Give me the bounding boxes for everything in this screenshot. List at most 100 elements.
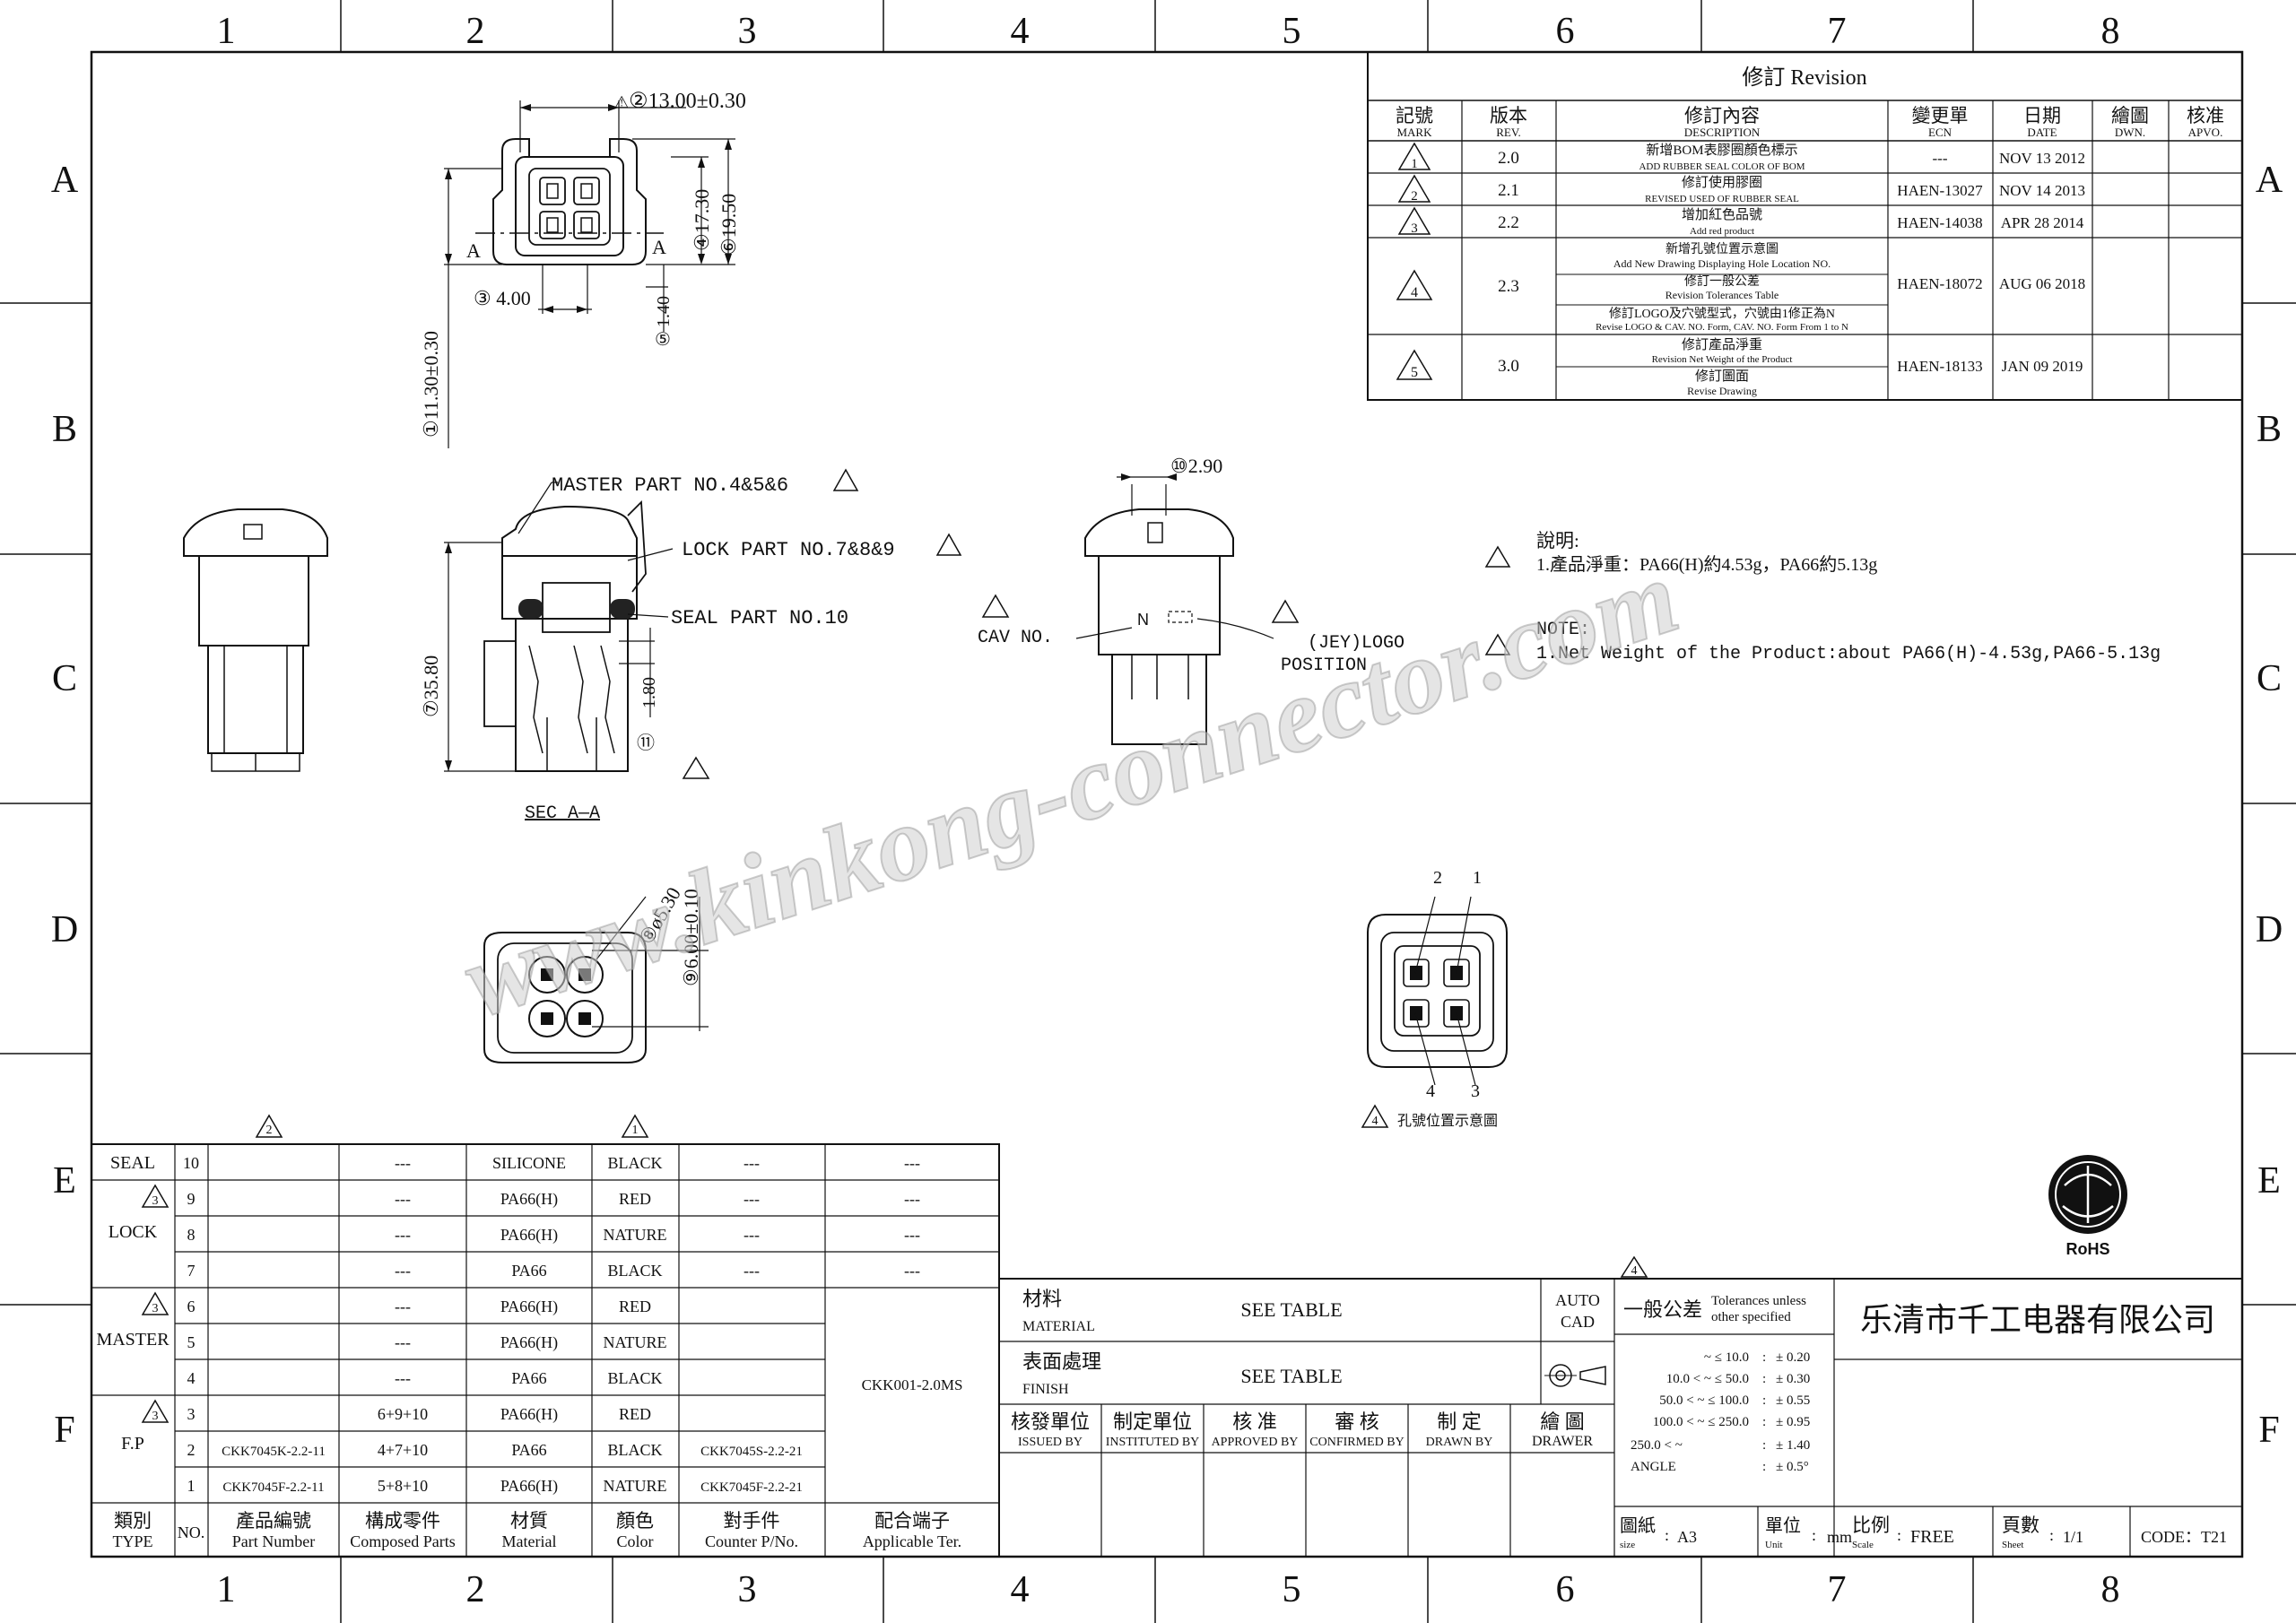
- rev-triangle-3-lock-type: [141, 1184, 170, 1208]
- bom-row-ter: ---: [904, 1154, 920, 1172]
- bom-header-color-en: Color: [616, 1532, 653, 1550]
- rev-header-apvo: 核准: [2187, 105, 2224, 126]
- tb-material-value: SEE TABLE: [1240, 1298, 1342, 1321]
- bom-terminal: CKK001-2.0MS: [862, 1376, 963, 1393]
- sign-drawer-en: DRAWER: [1532, 1434, 1593, 1449]
- bom-row-counter: ---: [744, 1226, 760, 1244]
- rev-header-dwn: 繪圖: [2111, 105, 2149, 126]
- bom-type-lock: LOCK: [109, 1222, 158, 1242]
- rev-header-ecn-en: ECN: [1928, 126, 1952, 139]
- rev-desc-5a: 修訂產品淨重: [1682, 337, 1762, 352]
- rev-mark-triangle-5: [1396, 349, 1433, 380]
- rev-ecn-5: HAEN-18133: [1897, 358, 1982, 375]
- zone-row-e: E: [53, 1160, 76, 1202]
- sign-instituted: 制定單位: [1113, 1410, 1192, 1433]
- zone-col-1-bottom: 1: [217, 1569, 236, 1610]
- bom-row-no: 5: [187, 1333, 196, 1351]
- dim-height-1950: ⑥19.50: [718, 194, 740, 256]
- zone-row-d: D: [51, 909, 78, 950]
- zone-col-6-bottom: 6: [1556, 1569, 1575, 1610]
- dim-height-1730: ④17.30: [691, 189, 713, 251]
- sign-drawer: 繪 圖: [1540, 1410, 1585, 1433]
- tb-unit-colon: :: [1812, 1526, 1816, 1544]
- zone-col-1: 1: [217, 11, 236, 52]
- bom-row-material: SILICONE: [492, 1154, 566, 1172]
- rev-triangle-2-bom: [255, 1114, 283, 1138]
- bom-header-counter: 對手件: [724, 1510, 780, 1532]
- tol-colon: :: [1762, 1350, 1766, 1365]
- bom-header-ter: 配合端子: [874, 1510, 950, 1532]
- zone-col-4-bottom: 4: [1011, 1569, 1030, 1610]
- tb-unit-en: Unit: [1765, 1540, 1783, 1550]
- dim-height-180: 1.80: [639, 677, 659, 708]
- bom-header-color: 顏色: [616, 1510, 654, 1532]
- bom-row-part: CKK7045F-2.2-11: [222, 1480, 324, 1495]
- tb-scale-colon: :: [1897, 1526, 1901, 1544]
- rev-desc-3a: 增加紅色品號: [1682, 207, 1762, 222]
- hole-caption-mark: 4: [1372, 1115, 1378, 1128]
- tb-unit-value: mm: [1827, 1528, 1852, 1546]
- rev-header-dwn-en: DWN.: [2115, 126, 2145, 139]
- rev-desc-5b: Revision Net Weight of the Product: [1652, 354, 1793, 365]
- bom-row-color: BLACK: [607, 1441, 662, 1459]
- tb-scale-zh: 比例: [1852, 1515, 1890, 1536]
- rev-triangle-4-logo: [1271, 599, 1300, 623]
- bom-row-no: 9: [187, 1190, 196, 1208]
- rev-header-desc: 修訂內容: [1684, 105, 1760, 126]
- rev-header-mark-en: MARK: [1396, 126, 1432, 139]
- tb-tol-en2: other specified: [1711, 1310, 1791, 1324]
- note-zh-line: 1.產品淨重：PA66(H)約4.53g，PA66約5.13g: [1536, 554, 1877, 575]
- rohs-label: RoHS: [2066, 1240, 2110, 1258]
- bom-row-composed: ---: [395, 1369, 411, 1387]
- bom-row-composed: 5+8+10: [378, 1477, 428, 1495]
- tb-size-zh: 圖紙: [1620, 1515, 1656, 1536]
- bom-row-composed: ---: [395, 1154, 411, 1172]
- zone-col-4: 4: [1011, 11, 1030, 52]
- dim-width-140: 1.40: [654, 296, 674, 327]
- title-block: 材料 MATERIAL SEE TABLE 表面處理 FINISH SEE TA…: [998, 1155, 2243, 1558]
- rev-mark-3-fp-type: 3: [152, 1410, 159, 1423]
- zone-col-5-bottom: 5: [1283, 1569, 1301, 1610]
- rev-date-4: AUG 06 2018: [1999, 275, 2085, 292]
- rev-mark-triangle-2: [1397, 174, 1431, 203]
- tb-finish-value: SEE TABLE: [1240, 1365, 1342, 1387]
- bom-row-material: PA66(H): [500, 1333, 558, 1352]
- sign-drawn-en: DRAWN BY: [1426, 1436, 1493, 1449]
- callout-seal-part: SEAL PART NO.10: [671, 607, 848, 629]
- rev-triangle-4-tol: [1620, 1255, 1648, 1278]
- rev-date-3: APR 28 2014: [2001, 214, 2084, 231]
- rev-header-desc-en: DESCRIPTION: [1684, 126, 1761, 139]
- tb-size-en: size: [1620, 1540, 1635, 1550]
- rev-ecn-1: ---: [1933, 150, 1948, 167]
- zone-row-a-right: A: [2256, 160, 2283, 201]
- bom-row-no: 3: [187, 1405, 196, 1423]
- bom-row-composed: ---: [395, 1333, 411, 1351]
- tb-unit-zh: 單位: [1765, 1515, 1801, 1536]
- section-mark-right: A: [652, 236, 666, 258]
- bom-table: 2 1 SEAL LOCK MASTER F.P 3 3 3 10 --- SI…: [91, 1114, 1000, 1558]
- rev-desc-2b: REVISED USED OF RUBBER SEAL: [1645, 194, 1799, 204]
- tol-colon: :: [1762, 1372, 1766, 1386]
- bom-row-counter: CKK7045S-2.2-21: [700, 1445, 803, 1459]
- bom-row-color: RED: [619, 1405, 651, 1423]
- tb-material-zh: 材料: [1022, 1288, 1062, 1310]
- hole-location-view: 2 1 4 3 4 孔號位置示意圖: [1361, 868, 1508, 1129]
- bom-header-material: 材質: [510, 1510, 548, 1532]
- bom-header-ter-en: Applicable Ter.: [863, 1532, 961, 1550]
- rev-desc-1a: 新增BOM表膠圈顏色標示: [1646, 142, 1797, 158]
- tb-material-en: MATERIAL: [1022, 1319, 1095, 1334]
- callout-logo-line2: POSITION: [1281, 655, 1367, 676]
- bom-row-material: PA66: [511, 1441, 546, 1459]
- tb-size-value: A3: [1677, 1528, 1697, 1546]
- note-en-line: 1.Net Weight of the Product:about PA66(H…: [1536, 644, 2161, 664]
- notes: 說明: 1.產品淨重：PA66(H)約4.53g，PA66約5.13g NOTE…: [1484, 530, 2161, 664]
- rev-desc-2a: 修訂使用膠圈: [1682, 175, 1762, 190]
- zone-row-c-right: C: [2257, 658, 2282, 699]
- sign-instituted-en: INSTITUTED BY: [1106, 1436, 1200, 1449]
- dim-callout-5: ⑤: [655, 330, 671, 350]
- zone-row-c: C: [52, 658, 77, 699]
- dim-width-400: ③ 4.00: [474, 287, 531, 309]
- projection-symbol-icon: [1544, 1364, 1606, 1387]
- sign-issued-en: ISSUED BY: [1018, 1436, 1083, 1449]
- bom-row-composed: ---: [395, 1226, 411, 1244]
